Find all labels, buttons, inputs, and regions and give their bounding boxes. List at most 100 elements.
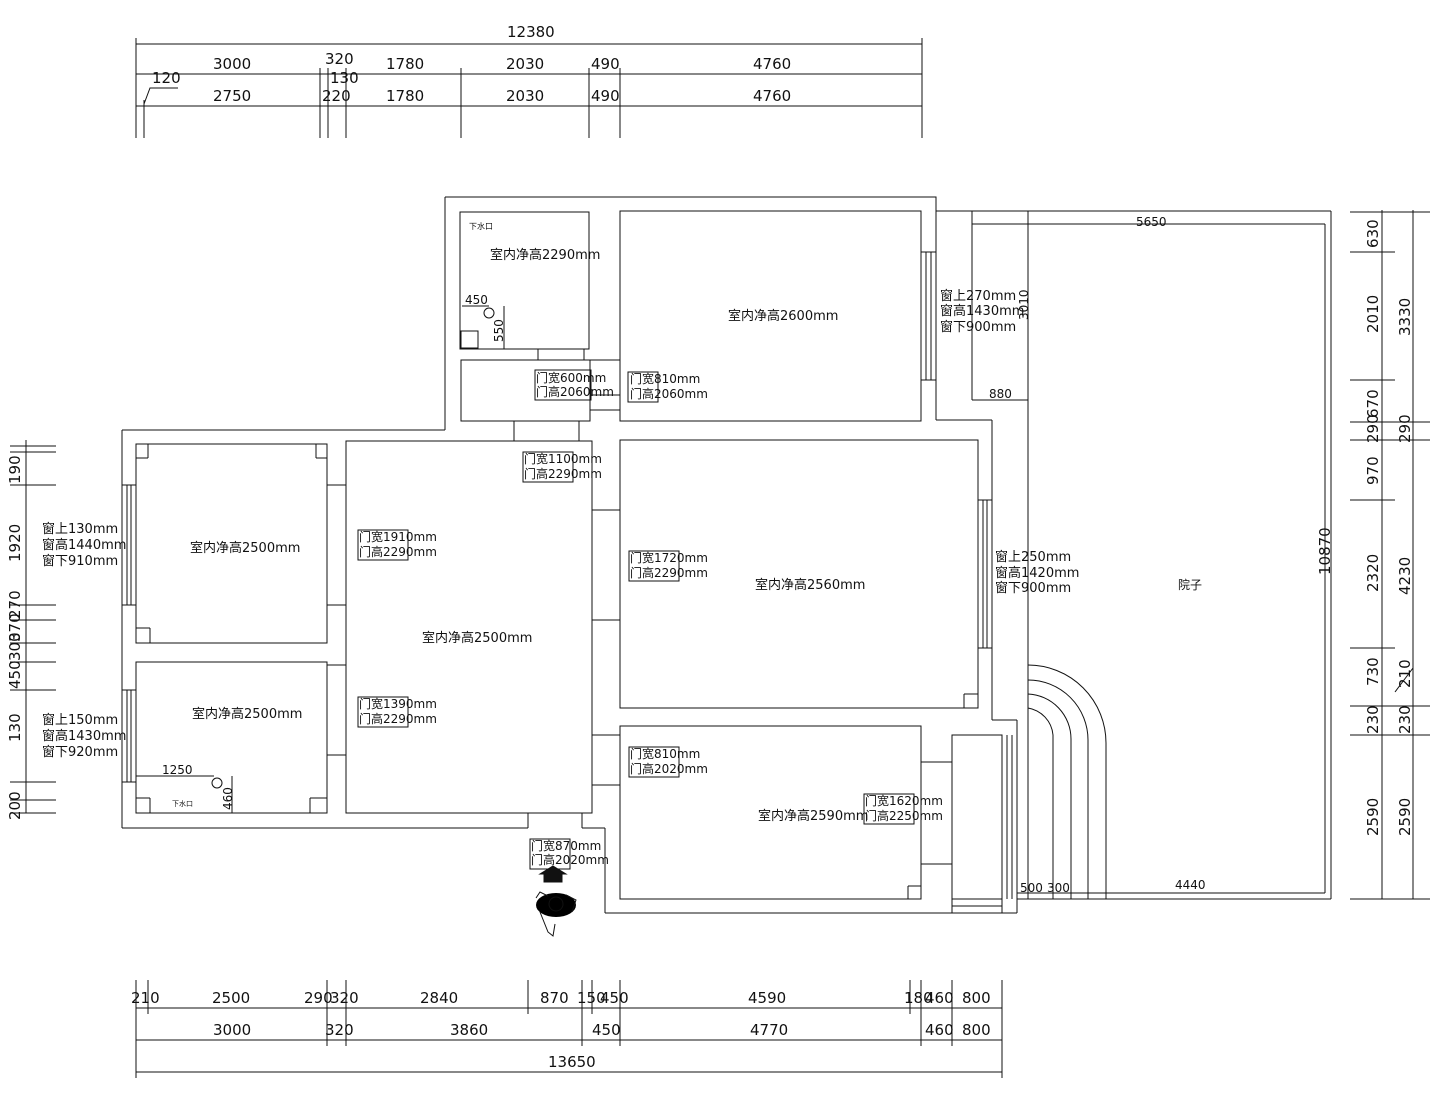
dim-right-230: 230	[1364, 705, 1382, 734]
drain-icon	[483, 307, 495, 319]
room-master-height: 室内净高2600mm	[728, 308, 838, 324]
dim-right-290: 290	[1364, 414, 1382, 443]
dim-right-4230: 4230	[1396, 557, 1414, 595]
room-bath-height: 室内净高2290mm	[490, 247, 600, 263]
dim-left-190: 190	[6, 455, 24, 484]
dim-3010: 3010	[1017, 289, 1031, 320]
win-master-bottom: 窗下900mm	[940, 319, 1016, 335]
wash-note: 下水口	[172, 799, 193, 808]
door6-height: 门高2290mm	[359, 711, 437, 726]
dim-right2-290: 290	[1396, 414, 1414, 443]
dim-right-630: 630	[1364, 219, 1382, 248]
door5-height: 门高2290mm	[630, 565, 708, 580]
door7-width: 门宽810mm	[630, 746, 700, 761]
window-labels: 窗上270mm 窗高1430mm 窗下900mm 窗上250mm 窗高1420m…	[42, 288, 1079, 760]
win-lb-height: 窗高1430mm	[42, 728, 126, 744]
dim-4440: 4440	[1175, 878, 1206, 892]
windows-marks	[121, 251, 993, 783]
door8-height: 门高2250mm	[865, 808, 943, 823]
wash-dim-460: 460	[221, 787, 235, 810]
room-left-bottom-height: 室内净高2500mm	[192, 706, 302, 722]
door3-width: 门宽1100mm	[524, 451, 602, 466]
terrace-dims: 5650 880 4440 500 300 3010	[989, 215, 1206, 895]
dim-left-300: 300	[6, 632, 24, 661]
door1-width: 门宽600mm	[536, 370, 606, 385]
room-left-top-height: 室内净高2500mm	[190, 540, 300, 556]
dim-left-450: 450	[6, 660, 24, 689]
dim-top-3: 1780	[386, 55, 424, 73]
drain2-icon	[211, 777, 223, 789]
dim-top-120: 120	[152, 69, 181, 87]
dim-top-130: 130	[330, 69, 359, 87]
dim-300: 300	[1047, 881, 1070, 895]
dim-top-11: 490	[591, 87, 620, 105]
door3-height: 门高2290mm	[524, 466, 602, 481]
dim-top-4: 2030	[506, 55, 544, 73]
wash-dim-1250: 1250	[162, 763, 193, 777]
room-labels: 室内净高2290mm 室内净高2600mm 室内净高2500mm 室内净高250…	[190, 247, 1202, 824]
bath-dim-450: 450	[465, 293, 488, 307]
room-living-height: 室内净高2500mm	[422, 630, 532, 646]
dim-right-2590: 2590	[1364, 798, 1382, 836]
dim-bot-800: 800	[962, 989, 991, 1007]
dim-right-210: 210	[1396, 659, 1414, 688]
dim-880: 880	[989, 387, 1012, 401]
entry-arrow-icon	[538, 865, 568, 883]
dim-top-5: 490	[591, 55, 620, 73]
dim-bot-180: 180	[904, 989, 933, 1007]
dim-right-2320: 2320	[1364, 554, 1382, 592]
dim-top-10: 2030	[506, 87, 544, 105]
dim-left-200: 200	[6, 791, 24, 820]
door9-width: 门宽870mm	[531, 838, 601, 853]
dim-top-2: 320	[325, 50, 354, 68]
left-dimensions: 190 1920 270 370 300 450 130 200	[6, 440, 56, 820]
win-master-height: 窗高1430mm	[940, 303, 1024, 319]
dim-right-970: 970	[1364, 456, 1382, 485]
door8-width: 门宽1620mm	[865, 793, 943, 808]
door-labels: 门宽600mm 门高2060mm 门宽810mm 门高2060mm 门宽1100…	[357, 369, 943, 870]
dim-bot-150: 150	[577, 989, 606, 1007]
dim-500: 500	[1020, 881, 1043, 895]
dim-bot-210: 210	[131, 989, 160, 1007]
win-mid-height: 窗高1420mm	[995, 565, 1079, 581]
door4-height: 门高2290mm	[359, 544, 437, 559]
dim-right-2010: 2010	[1364, 295, 1382, 333]
dim-right-3330: 3330	[1396, 298, 1414, 336]
win-lt-bottom: 窗下910mm	[42, 553, 118, 569]
dim-5650: 5650	[1136, 215, 1167, 229]
dim-bot-total: 13650	[548, 1053, 596, 1071]
dim-right-730: 730	[1364, 657, 1382, 686]
top-dimensions: 12380 3000 320 1780 2030 490 4760 120 13…	[135, 23, 923, 138]
dim-bot-2500: 2500	[212, 989, 250, 1007]
win-lt-height: 窗高1440mm	[42, 537, 126, 553]
dim-bot-4590: 4590	[748, 989, 786, 1007]
dim-right-670: 670	[1364, 389, 1382, 418]
door2-height: 门高2060mm	[630, 386, 708, 401]
dim-left-130: 130	[6, 713, 24, 742]
door7-height: 门高2020mm	[630, 761, 708, 776]
dim-bot2-3860: 3860	[450, 1021, 488, 1039]
dim-top-total: 12380	[507, 23, 555, 41]
dim-top-6: 4760	[753, 55, 791, 73]
right-dimensions: 630 2010 670 290 970 2320 730 230 2590 3…	[1316, 210, 1430, 900]
dim-10870: 10870	[1316, 527, 1334, 575]
win-master-top: 窗上270mm	[940, 288, 1016, 304]
dim-top-1: 3000	[213, 55, 251, 73]
person-icon	[535, 891, 577, 937]
dim-bot2-3000: 3000	[213, 1021, 251, 1039]
dim-top-7: 2750	[213, 87, 251, 105]
door1-height: 门高2060mm	[536, 384, 614, 399]
door5-width: 门宽1720mm	[630, 550, 708, 565]
room-mid-height: 室内净高2560mm	[755, 577, 865, 593]
dim-bot-320: 320	[330, 989, 359, 1007]
dim-bot2-460: 460	[925, 1021, 954, 1039]
dim-right2-230: 230	[1396, 705, 1414, 734]
dim-bot-450: 450	[600, 989, 629, 1007]
bath-note: 下水口	[469, 221, 493, 231]
dim-bot2-800: 800	[962, 1021, 991, 1039]
dim-top-9: 1780	[386, 87, 424, 105]
door6-width: 门宽1390mm	[359, 696, 437, 711]
dim-left-270: 270	[6, 590, 24, 619]
dim-bot-870: 870	[540, 989, 569, 1007]
